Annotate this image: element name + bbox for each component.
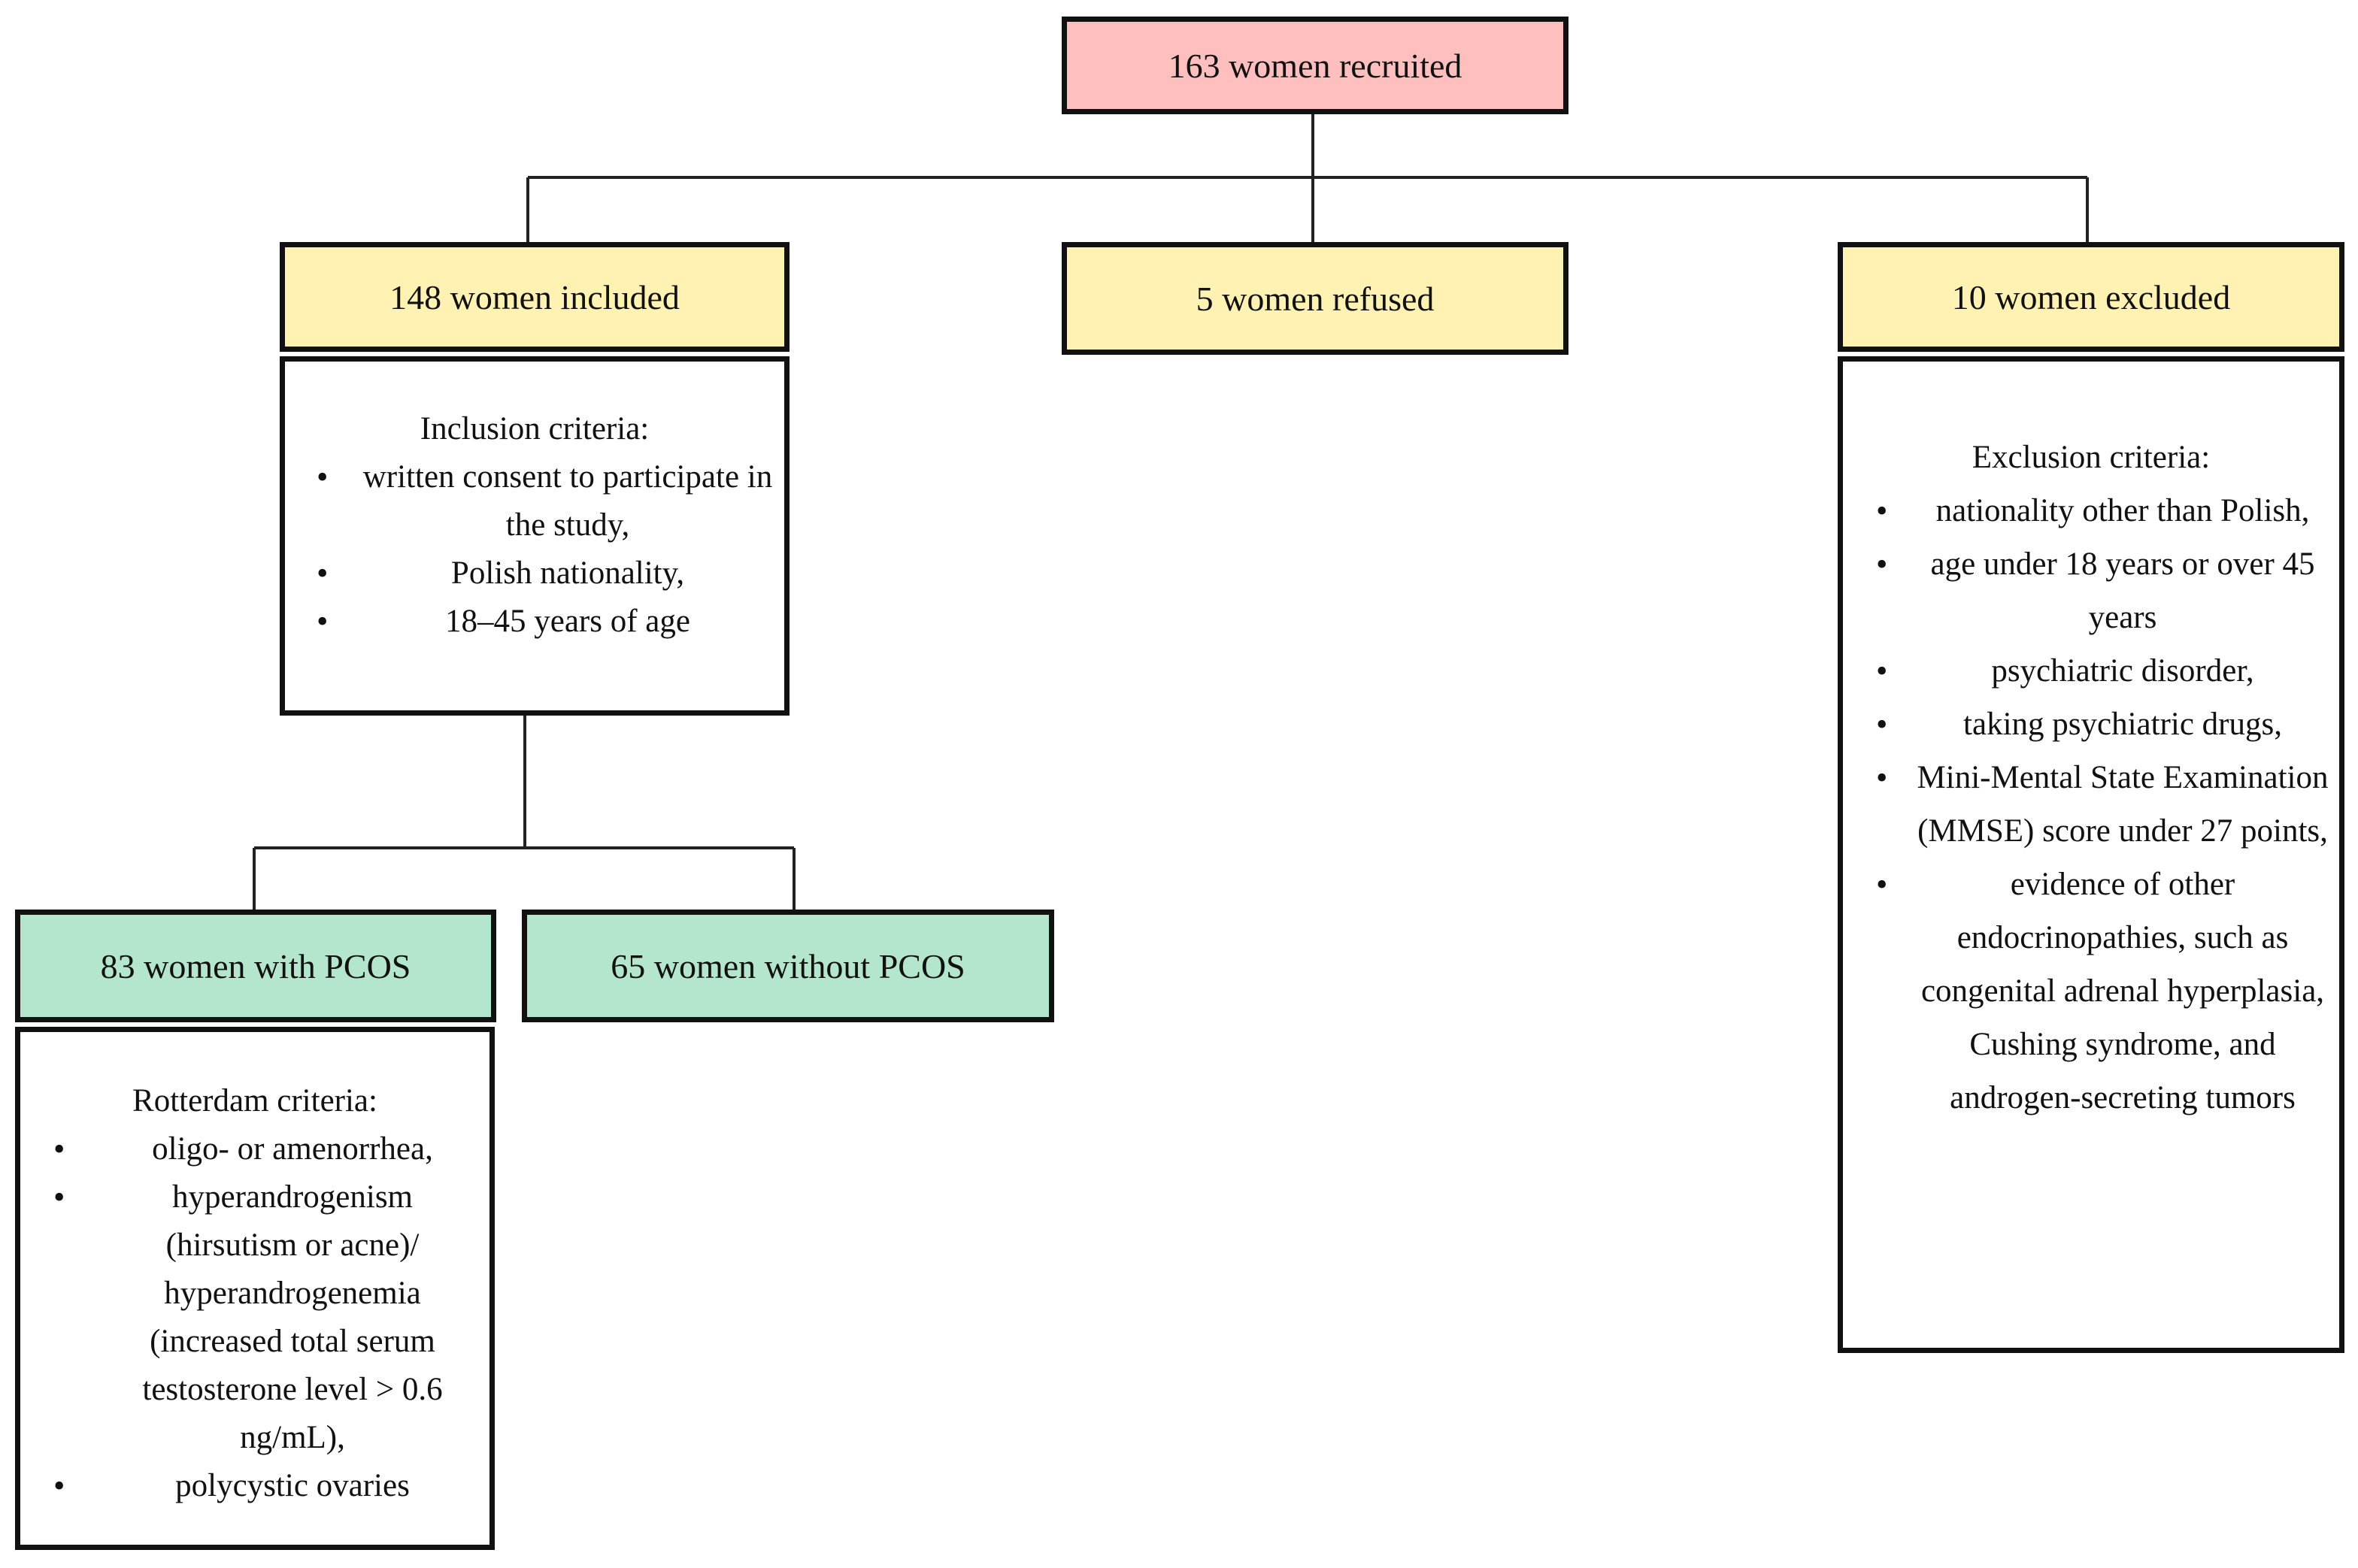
list-item: nationality other than Polish, [1843,484,2339,537]
refused-box: 5 women refused [1062,242,1568,355]
no-pcos-label: 65 women without PCOS [611,946,965,985]
pcos-label: 83 women with PCOS [100,946,411,985]
list-item: oligo- or amenorrhea, [20,1125,489,1173]
list-item: Mini-Mental State Examination (MMSE) sco… [1843,751,2339,858]
recruited-box: 163 women recruited [1062,17,1568,114]
excluded-box: 10 women excluded [1838,242,2344,352]
exclusion-criteria-title: Exclusion criteria: [1972,440,2211,475]
inclusion-criteria-box: Inclusion criteria: written consent to p… [280,356,790,716]
list-item: 18–45 years of age [285,598,784,646]
inclusion-criteria-title: Inclusion criteria: [420,411,650,446]
pcos-box: 83 women with PCOS [15,910,496,1022]
recruited-label: 163 women recruited [1168,46,1462,85]
included-label: 148 women included [389,277,680,316]
rotterdam-criteria-box: Rotterdam criteria: oligo- or amenorrhea… [15,1027,495,1550]
list-item: written consent to participate in the st… [285,453,784,549]
list-item: psychiatric disorder, [1843,644,2339,698]
excluded-label: 10 women excluded [1951,277,2231,316]
no-pcos-box: 65 women without PCOS [522,910,1054,1022]
exclusion-criteria-list: nationality other than Polish, age under… [1843,484,2339,1125]
rotterdam-criteria-list: oligo- or amenorrhea, hyperandrogenism (… [20,1125,489,1510]
list-item: polycystic ovaries [20,1462,489,1510]
rotterdam-criteria-title: Rotterdam criteria: [132,1083,377,1118]
list-item: hyperandrogenism (hirsutism or acne)/ hy… [20,1173,489,1462]
included-box: 148 women included [280,242,790,352]
inclusion-criteria-list: written consent to participate in the st… [285,453,784,646]
list-item: evidence of other endocrinopathies, such… [1843,858,2339,1125]
refused-label: 5 women refused [1196,279,1435,318]
list-item: Polish nationality, [285,549,784,598]
exclusion-criteria-box: Exclusion criteria: nationality other th… [1838,356,2344,1353]
list-item: age under 18 years or over 45 years [1843,537,2339,644]
list-item: taking psychiatric drugs, [1843,698,2339,751]
